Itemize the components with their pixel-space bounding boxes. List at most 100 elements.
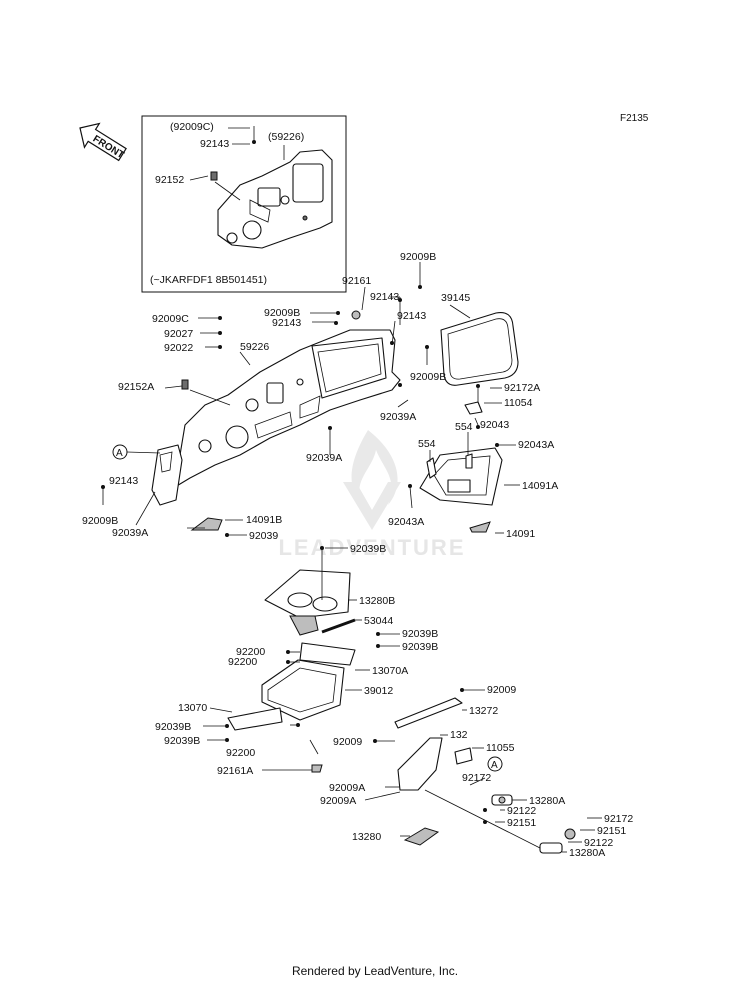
svg-text:A: A bbox=[491, 760, 498, 771]
callout-59226-inset: (59226) bbox=[268, 131, 304, 143]
callout-92122-1: 92122 bbox=[507, 805, 536, 817]
bracket-13070 bbox=[227, 707, 283, 731]
pivot-13280a-upper bbox=[491, 794, 513, 806]
callout-92039b-2: 92039B bbox=[402, 628, 438, 640]
callout-92200-1: 92200 bbox=[236, 646, 265, 658]
callout-92143-4: 92143 bbox=[109, 475, 138, 487]
ref-a-right: A bbox=[487, 756, 503, 772]
panel-14091 bbox=[469, 521, 491, 533]
callout-92043: 92043 bbox=[480, 419, 509, 431]
grommet-92161 bbox=[351, 310, 361, 320]
mount-132 bbox=[397, 737, 443, 791]
panel-14091b bbox=[190, 517, 223, 531]
storage-bin-39012 bbox=[261, 659, 345, 721]
grommet-92161a bbox=[311, 764, 323, 773]
callout-92151-2: 92151 bbox=[597, 825, 626, 837]
callout-92043a-2: 92043A bbox=[388, 516, 424, 528]
callout-39145: 39145 bbox=[441, 292, 470, 304]
callout-92039a-2: 92039A bbox=[306, 452, 342, 464]
front-arrow-icon: FRONT bbox=[79, 122, 127, 162]
callout-59226: 59226 bbox=[240, 341, 269, 353]
callout-92200-3: 92200 bbox=[226, 747, 255, 759]
callout-92151-1: 92151 bbox=[507, 817, 536, 829]
fastener-dots bbox=[101, 285, 499, 824]
bracket-11055 bbox=[454, 747, 473, 765]
callout-53044: 53044 bbox=[364, 615, 393, 627]
callout-92009c-inset: (92009C) bbox=[170, 121, 214, 133]
callout-14091: 14091 bbox=[506, 528, 535, 540]
callout-92161a: 92161A bbox=[217, 765, 253, 777]
inset-box bbox=[141, 115, 347, 293]
callout-13280b: 13280B bbox=[359, 595, 395, 607]
callout-92039b-1: 92039B bbox=[350, 543, 386, 555]
rod-53044 bbox=[321, 618, 356, 634]
callout-39012: 39012 bbox=[364, 685, 393, 697]
callout-92152a: 92152A bbox=[118, 381, 154, 393]
callout-92009b-2: 92009B bbox=[264, 307, 300, 319]
callout-92039a-1: 92039A bbox=[380, 411, 416, 423]
latch-554-left bbox=[426, 457, 437, 479]
seal-39145 bbox=[440, 311, 519, 386]
dash-panel-59226 bbox=[151, 329, 401, 506]
callout-labels: 92009B 92161 92143 39145 92009B 92143 92… bbox=[82, 251, 633, 859]
callout-92009-2: 92009 bbox=[333, 736, 362, 748]
callout-11055: 11055 bbox=[486, 742, 515, 754]
callout-11054: 11054 bbox=[504, 397, 533, 409]
svg-text:A: A bbox=[116, 448, 123, 459]
callout-92172-2: 92172 bbox=[604, 813, 633, 825]
inset-dash-panel bbox=[217, 149, 333, 249]
callout-92172-1: 92172 bbox=[462, 772, 491, 784]
callout-92009a-2: 92009A bbox=[320, 795, 356, 807]
callout-554-1: 554 bbox=[455, 421, 473, 433]
callout-92009b-3: 92009B bbox=[410, 371, 446, 383]
callout-92039b-3: 92039B bbox=[402, 641, 438, 653]
callout-13280a-1: 13280A bbox=[529, 795, 565, 807]
callout-13070: 13070 bbox=[178, 702, 207, 714]
callout-92200-2: 92200 bbox=[228, 656, 257, 668]
callout-14091a: 14091A bbox=[522, 480, 558, 492]
callout-92143-3: 92143 bbox=[397, 310, 426, 322]
callout-92039b-5: 92039B bbox=[164, 735, 200, 747]
inset-note: (~JKARFDF1 8B501451) bbox=[150, 274, 267, 286]
callout-13280: 13280 bbox=[352, 831, 381, 843]
callout-92161: 92161 bbox=[342, 275, 371, 287]
latch-554-right bbox=[465, 453, 473, 469]
callout-92043a-1: 92043A bbox=[518, 439, 554, 451]
callout-13070a: 13070A bbox=[372, 665, 408, 677]
leadventure-watermark: LEADVENTURE bbox=[278, 430, 465, 560]
callout-14091b: 14091B bbox=[246, 514, 282, 526]
clip-92152a bbox=[181, 379, 189, 390]
callout-92039b-4: 92039B bbox=[155, 721, 191, 733]
callout-13280a-2: 13280A bbox=[569, 847, 605, 859]
callout-554-2: 554 bbox=[418, 438, 436, 450]
leader-lines bbox=[102, 262, 602, 853]
callout-92009c: 92009C bbox=[152, 313, 189, 325]
glove-box-14091a bbox=[419, 447, 503, 506]
diagram-code: F2135 bbox=[620, 113, 649, 124]
callout-92152-inset: 92152 bbox=[155, 174, 184, 186]
callout-92039a-3: 92039A bbox=[112, 527, 148, 539]
callout-92009b-1: 92009B bbox=[400, 251, 436, 263]
callout-13272: 13272 bbox=[469, 705, 498, 717]
callout-92122-2: 92122 bbox=[584, 837, 613, 849]
watermark-text: LEADVENTURE bbox=[278, 535, 465, 560]
bracket-11054 bbox=[464, 401, 483, 415]
callout-92009-1: 92009 bbox=[487, 684, 516, 696]
rail-13272 bbox=[394, 697, 463, 729]
callout-132: 132 bbox=[450, 729, 468, 741]
cup-holder-13280b bbox=[264, 569, 351, 636]
callout-92039: 92039 bbox=[249, 530, 278, 542]
callout-92172a: 92172A bbox=[504, 382, 540, 394]
callout-92022: 92022 bbox=[164, 342, 193, 354]
ref-a-left: A bbox=[112, 444, 128, 460]
plate-13280 bbox=[403, 827, 440, 846]
footer-credit: Rendered by LeadVenture, Inc. bbox=[292, 964, 458, 978]
callout-92009a-1: 92009A bbox=[329, 782, 365, 794]
bracket-13070a bbox=[299, 642, 356, 666]
callout-92143-inset: 92143 bbox=[200, 138, 229, 150]
inset-clip bbox=[210, 171, 218, 181]
callout-92143-2: 92143 bbox=[272, 317, 301, 329]
callout-92143-1: 92143 bbox=[370, 291, 399, 303]
callout-92009b-4: 92009B bbox=[82, 515, 118, 527]
